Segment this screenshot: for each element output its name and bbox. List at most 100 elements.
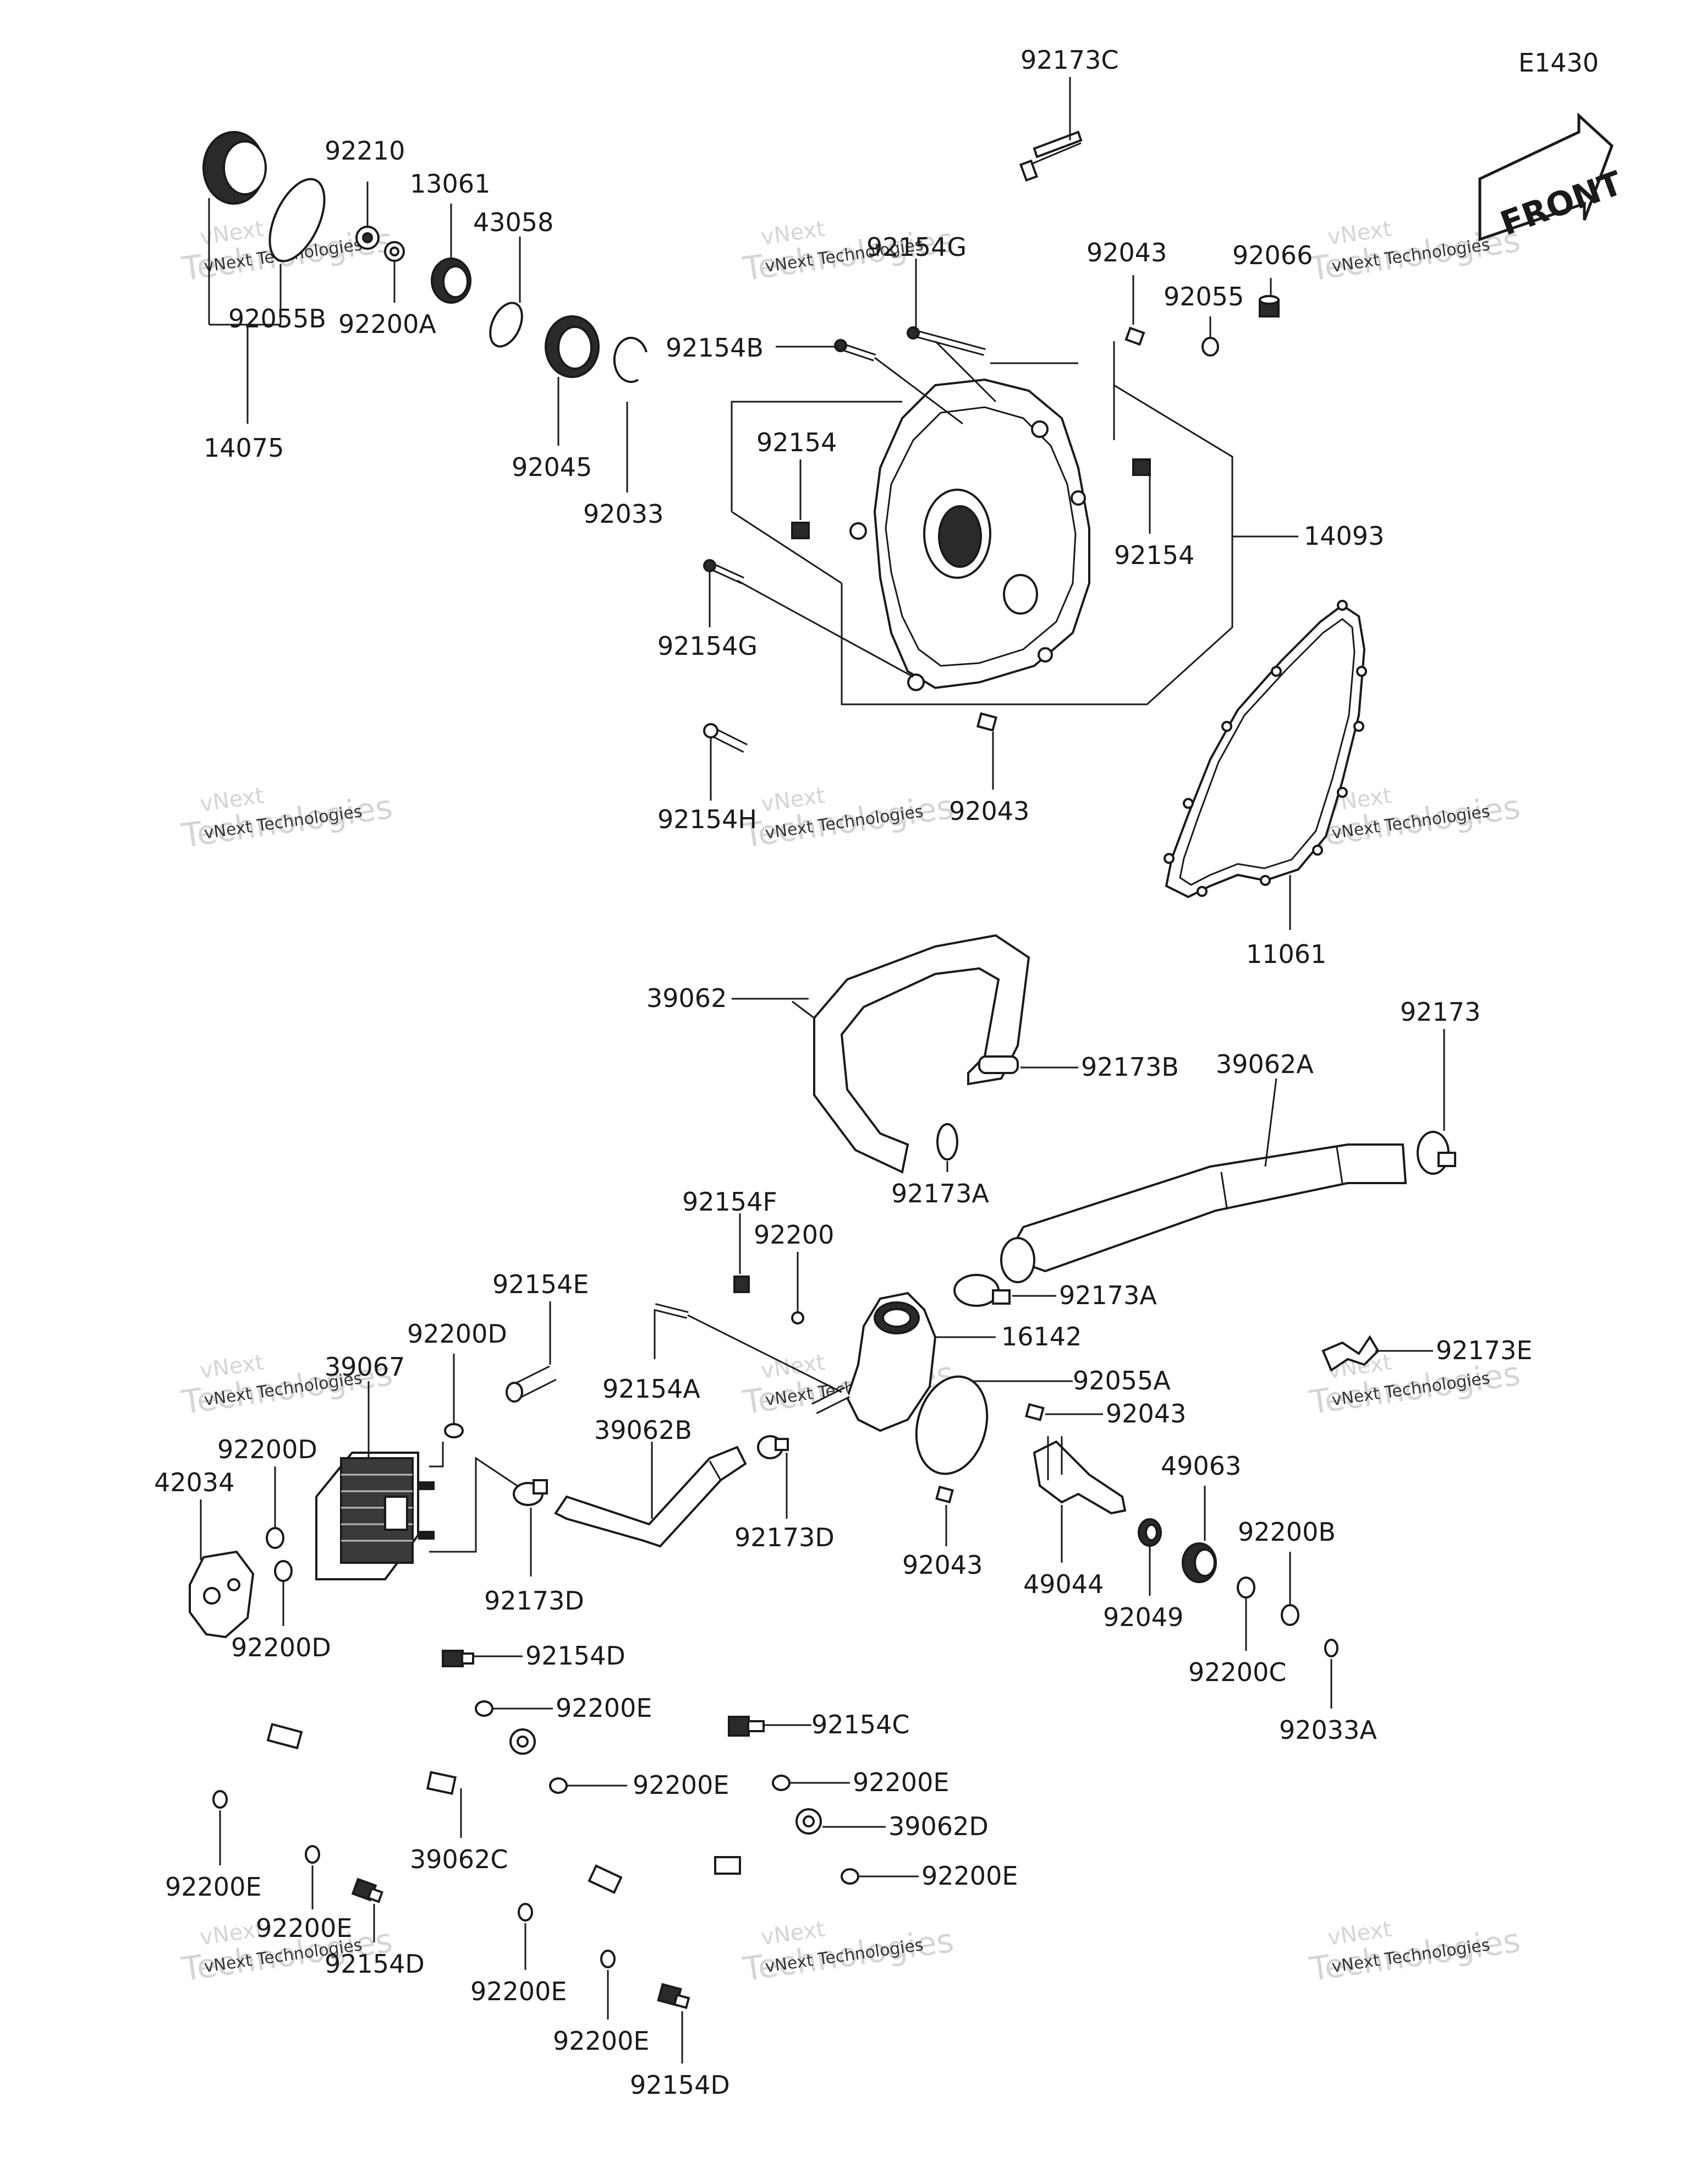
- part-49044-impeller-shaft: [1033, 1436, 1127, 1515]
- label-92200D-bottom: 92200D: [231, 1633, 331, 1662]
- label-92200E-e: 92200E: [256, 1913, 352, 1943]
- watermark: vNext Technologies vNext Technologies: [740, 783, 956, 856]
- part-92173-clamp: [1417, 1131, 1456, 1175]
- label-92055: 92055: [1164, 282, 1244, 311]
- part-92154D-bolt-top: [442, 1650, 474, 1667]
- label-92154D-top: 92154D: [525, 1641, 625, 1671]
- leader: [687, 1314, 842, 1393]
- part-92173B-clamp: [978, 1055, 1019, 1074]
- label-92154C: 92154C: [811, 1710, 909, 1739]
- part-92043-dowel-mid: [976, 712, 998, 732]
- label-92173C: 92173C: [1020, 45, 1118, 75]
- part-16142-pump-cover: [811, 1291, 937, 1432]
- diagram-code: E1430: [1518, 48, 1599, 78]
- label-92173D-mid: 92173D: [734, 1523, 835, 1552]
- part-39062-hose: [792, 934, 1030, 1174]
- label-11061: 11061: [1246, 939, 1326, 969]
- part-92200A-washer: [384, 241, 405, 262]
- part-92154A-bolt: [654, 1303, 689, 1319]
- part-92200-washer: [791, 1311, 804, 1324]
- part-92200E-washer-d: [841, 1868, 859, 1885]
- label-92200E-d: 92200E: [921, 1861, 1018, 1891]
- part-92154H-bolt: [703, 723, 748, 753]
- part-92200C-washer: [1237, 1577, 1255, 1599]
- watermark: vNext Technologies vNext Technologies: [179, 783, 395, 856]
- label-39062: 39062: [646, 983, 727, 1013]
- label-39062A: 39062A: [1216, 1049, 1314, 1079]
- part-92154G-bolt-bottom: [703, 559, 744, 584]
- label-92200E-b: 92200E: [633, 1770, 729, 1800]
- label-92033: 92033: [583, 499, 663, 529]
- label-49063: 49063: [1161, 1451, 1241, 1481]
- label-92200A: 92200A: [338, 309, 436, 339]
- part-39062D-oil-pipe: [570, 1808, 822, 1894]
- part-92173A-clamp-mid: [953, 1274, 1011, 1307]
- label-92200E-c: 92200E: [853, 1767, 949, 1797]
- label-43058: 43058: [473, 207, 553, 237]
- part-92066-plug: [1259, 295, 1280, 318]
- label-42034: 42034: [154, 1468, 234, 1497]
- part-14093-cover: [849, 378, 1090, 691]
- label-92200B: 92200B: [1238, 1517, 1336, 1547]
- part-92200E-washer-b: [549, 1777, 568, 1794]
- label-92055A: 92055A: [1073, 1366, 1171, 1395]
- part-92049-seal: [1138, 1518, 1162, 1547]
- part-14075-seal: [202, 131, 267, 205]
- label-92173A-top: 92173A: [891, 1179, 989, 1208]
- part-92173D-clamp-mid: [757, 1435, 789, 1459]
- label-92173: 92173: [1400, 997, 1480, 1027]
- leader: [934, 340, 997, 403]
- label-92200E-g: 92200E: [553, 2026, 649, 2056]
- label-92210: 92210: [325, 136, 405, 166]
- part-92154D-bolt-mid: [351, 1878, 384, 1903]
- part-39062B-hose: [554, 1446, 747, 1548]
- leader: [841, 384, 1233, 705]
- part-92200D-washer-top: [444, 1423, 464, 1438]
- watermark: vNext Technologies vNext Technologies: [740, 1917, 956, 1989]
- part-92154D-bolt-bottom: [657, 1983, 690, 2009]
- label-92154-left: 92154: [756, 428, 837, 457]
- part-39062A-hose: [1000, 1143, 1407, 1283]
- part-92200E-washer-a: [475, 1700, 493, 1717]
- part-92154-bolt-left: [791, 522, 810, 539]
- part-49063-mechanical-seal: [1182, 1542, 1217, 1583]
- part-92033-circlip: [613, 337, 648, 383]
- leader: [874, 357, 963, 425]
- part-92154C-bolt: [728, 1716, 765, 1737]
- part-92154E-bolt: [506, 1365, 557, 1403]
- part-92045-bearing: [545, 315, 600, 378]
- label-92154G-top: 92154G: [866, 232, 967, 262]
- label-14075: 14075: [204, 433, 284, 463]
- part-92173D-clamp-left: [513, 1479, 548, 1506]
- label-92173A-mid: 92173A: [1059, 1280, 1157, 1310]
- part-92200E-washer-g: [600, 1950, 616, 1968]
- label-92154-right: 92154: [1114, 540, 1194, 570]
- part-39067-oil-cooler: [315, 1452, 435, 1580]
- label-92154A: 92154A: [602, 1374, 700, 1404]
- label-92033A: 92033A: [1279, 1715, 1377, 1745]
- part-92055A-o-ring: [915, 1375, 989, 1475]
- front-arrow-icon: FRONT: [1478, 112, 1627, 243]
- part-92043-dowel-bottom: [935, 1485, 954, 1504]
- label-92200E-f: 92200E: [470, 1977, 567, 2006]
- label-92154F: 92154F: [682, 1187, 777, 1217]
- label-92154E: 92154E: [492, 1269, 589, 1299]
- label-92154D-mid: 92154D: [325, 1949, 425, 1979]
- label-92043-mid: 92043: [949, 796, 1029, 826]
- label-39067: 39067: [325, 1352, 405, 1382]
- label-92043-bottom: 92043: [902, 1550, 983, 1580]
- leader: [429, 1457, 526, 1553]
- part-92055B-o-ring: [268, 178, 326, 262]
- label-92173E: 92173E: [1436, 1335, 1532, 1365]
- part-92210-nut: [355, 226, 380, 250]
- label-13061: 13061: [410, 169, 490, 199]
- part-43058-ring: [489, 302, 523, 348]
- part-42034-pipe-fitting: [189, 1550, 255, 1639]
- part-92154-bolt-right: [1132, 458, 1151, 476]
- label-92055B: 92055B: [228, 304, 326, 333]
- label-92066: 92066: [1232, 240, 1313, 270]
- part-92033A-circlip: [1324, 1639, 1338, 1657]
- label-92154G-bottom: 92154G: [657, 631, 758, 661]
- part-13061-bushing: [431, 258, 471, 304]
